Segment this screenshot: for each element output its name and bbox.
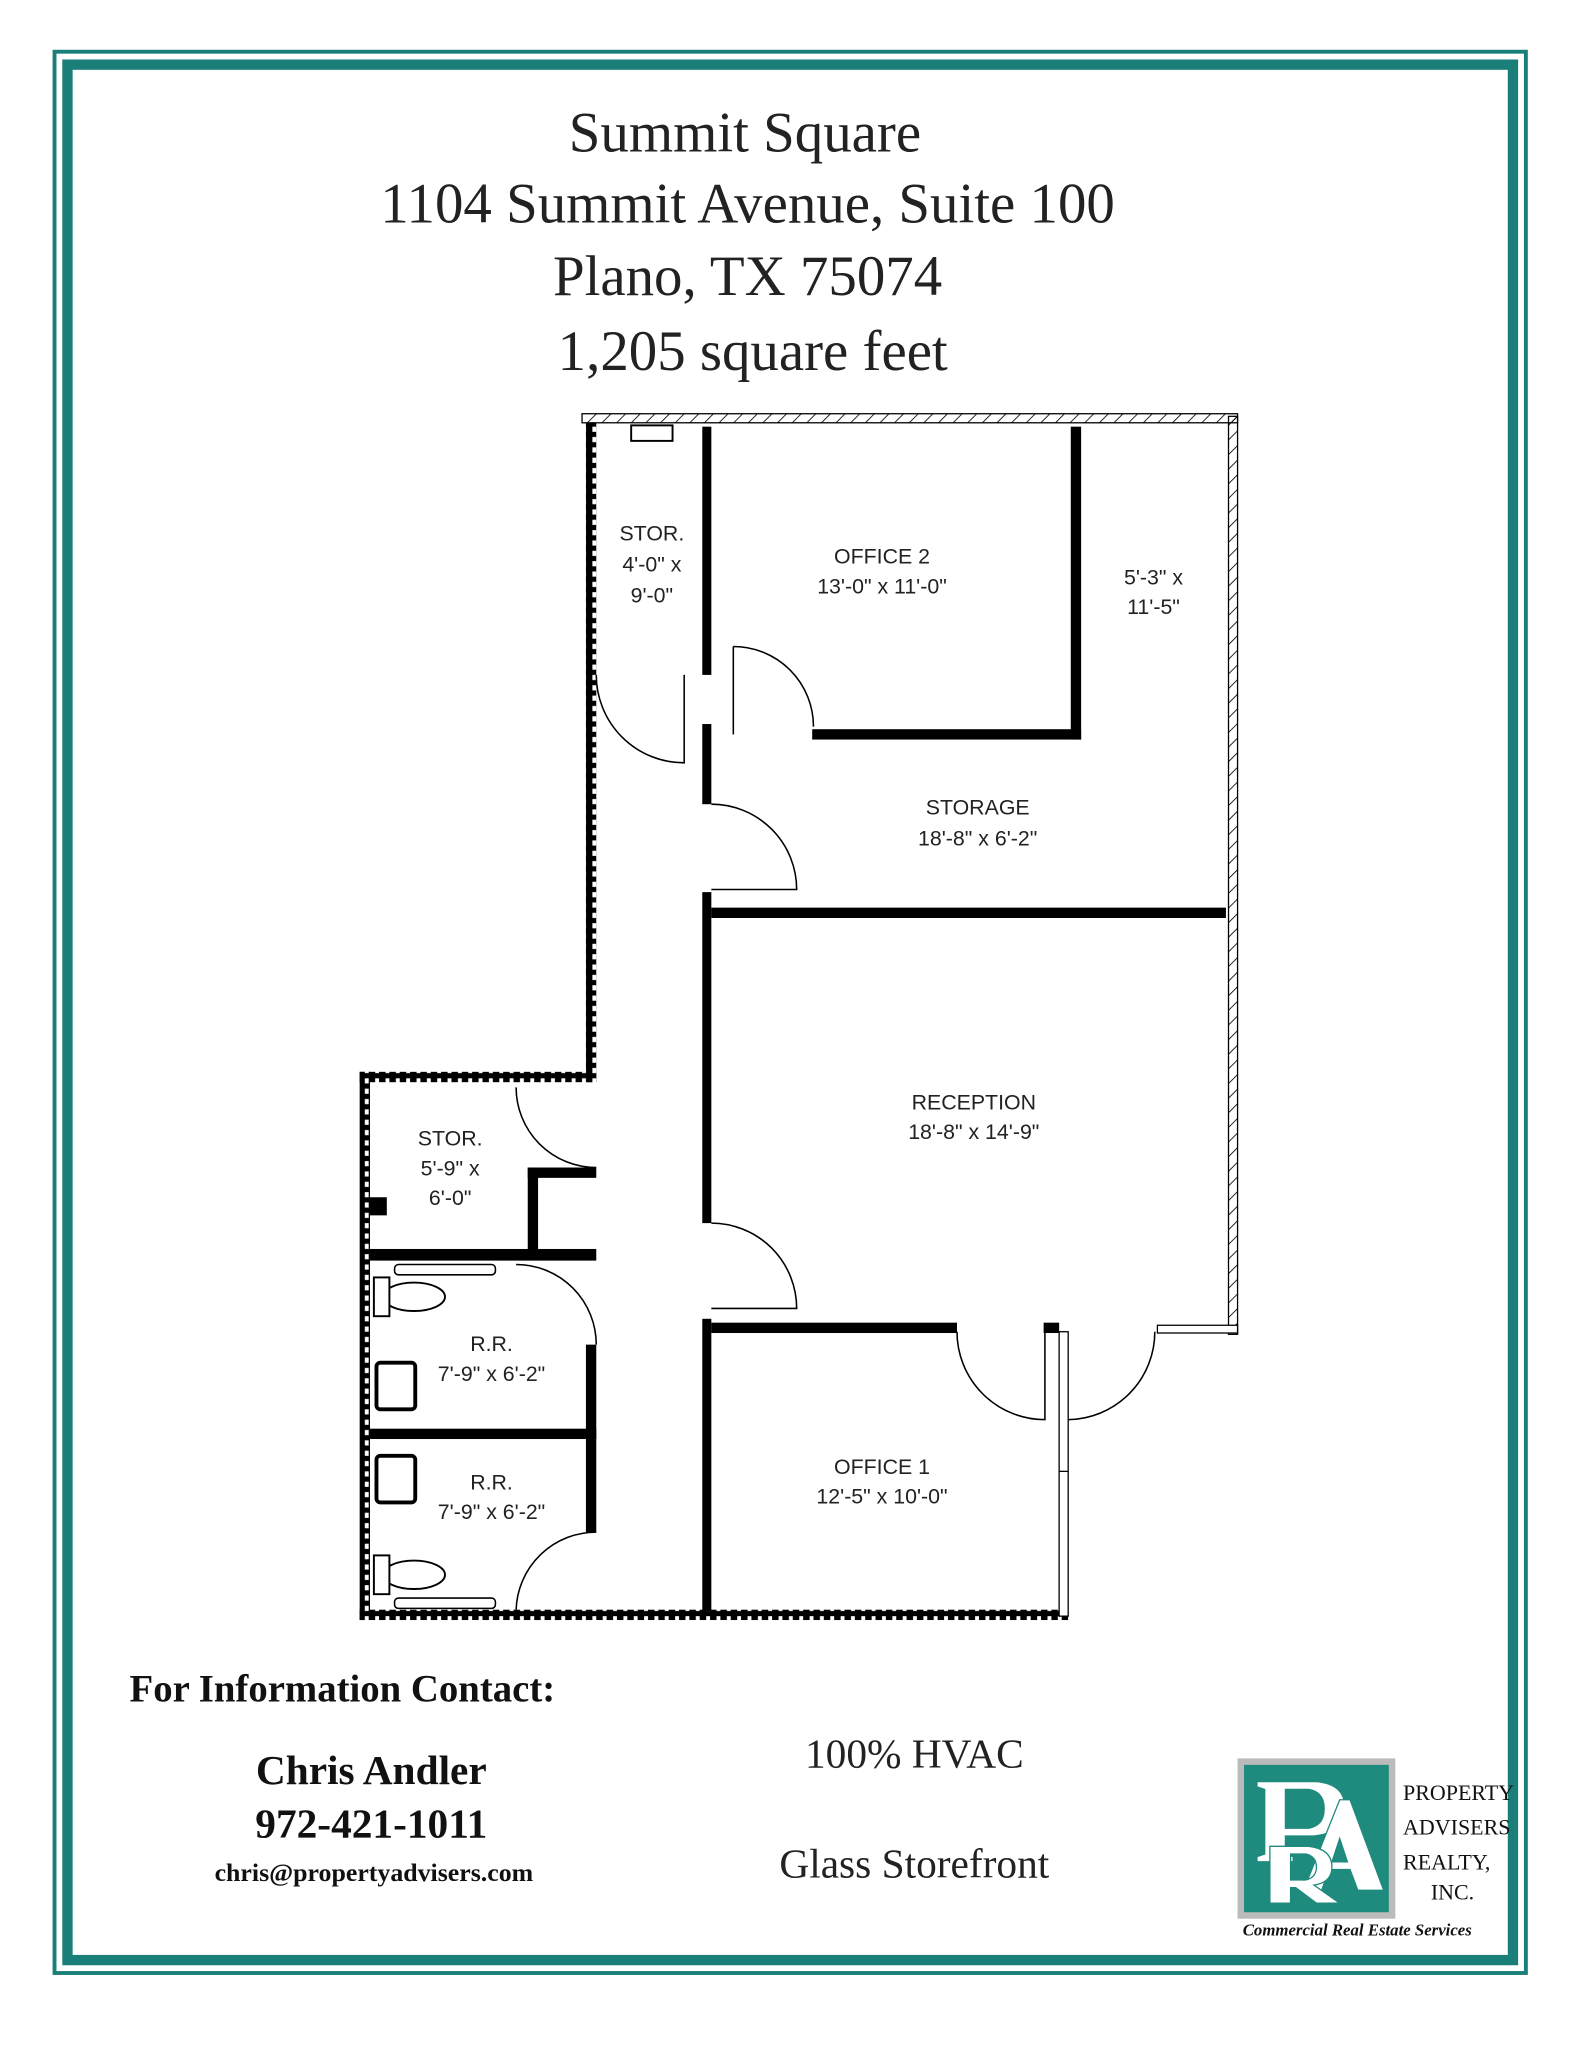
- contact-heading: For Information Contact:: [130, 1667, 556, 1710]
- room-storage-small: STOR. 5'-9" x 6'-0": [418, 1127, 483, 1210]
- room-side: 5'-3" x 11'-5": [1124, 565, 1183, 619]
- feature-hvac: 100% HVAC: [805, 1730, 1024, 1776]
- contact-block: For Information Contact: Chris Andler 97…: [130, 1667, 556, 1887]
- room-dims: 18'-8" x 14'-9": [908, 1120, 1039, 1144]
- room-dims: 12'-5" x 10'-0": [816, 1485, 947, 1509]
- room-name: R.R.: [470, 1332, 513, 1356]
- page-frame: [52, 49, 1528, 1975]
- room-name: STOR.: [418, 1127, 483, 1151]
- property-header: Summit Square 1104 Summit Avenue, Suite …: [380, 101, 1115, 383]
- room-name: OFFICE 1: [834, 1455, 930, 1479]
- room-restroom-1: R.R. 7'-9" x 6'-2": [438, 1332, 545, 1386]
- room-dims: 7'-9" x 6'-2": [438, 1362, 545, 1386]
- room-dims: 4'-0" x: [622, 552, 681, 576]
- property-name: Summit Square: [569, 101, 921, 164]
- room-storage: STORAGE 18'-8" x 6'-2": [918, 796, 1037, 851]
- company-logo: PROPERTY ADVISERS REALTY, INC. Commercia…: [1237, 1758, 1514, 1940]
- room-dims: 7'-9" x 6'-2": [438, 1500, 545, 1524]
- room-name: RECEPTION: [912, 1090, 1036, 1114]
- room-name: R.R.: [470, 1470, 513, 1494]
- property-address: 1104 Summit Avenue, Suite 100: [380, 172, 1115, 235]
- features: 100% HVAC Glass Storefront: [779, 1730, 1049, 1886]
- room-name: STORAGE: [926, 796, 1030, 820]
- logo-text: PROPERTY: [1403, 1780, 1514, 1805]
- logo-text: REALTY,: [1403, 1850, 1490, 1875]
- logo-text: INC.: [1431, 1879, 1474, 1904]
- feature-storefront: Glass Storefront: [779, 1840, 1049, 1886]
- room-storage-top: STOR. 4'-0" x 9'-0": [619, 521, 684, 607]
- room-office-2: OFFICE 2 13'-0" x 11'-0": [817, 545, 947, 599]
- room-dims: 18'-8" x 6'-2": [918, 827, 1037, 851]
- logo-text: ADVISERS: [1403, 1815, 1510, 1840]
- floor-plan: [359, 413, 1239, 1621]
- room-restroom-2: R.R. 7'-9" x 6'-2": [438, 1470, 545, 1524]
- room-reception: RECEPTION 18'-8" x 14'-9": [908, 1090, 1039, 1144]
- room-dims: 13'-0" x 11'-0": [817, 574, 947, 598]
- room-dims: 11'-5": [1127, 595, 1180, 619]
- room-name: STOR.: [619, 521, 684, 545]
- property-size: 1,205 square feet: [558, 320, 948, 383]
- contact-name: Chris Andler: [256, 1747, 487, 1793]
- logo-monogram: [1256, 1781, 1385, 1904]
- room-dims: 5'-9" x: [421, 1156, 480, 1180]
- room-dims: 5'-3" x: [1124, 565, 1183, 589]
- room-office-1: OFFICE 1 12'-5" x 10'-0": [816, 1455, 947, 1509]
- contact-phone[interactable]: 972-421-1011: [255, 1800, 487, 1846]
- room-dims: 6'-0": [429, 1186, 471, 1210]
- room-name: OFFICE 2: [834, 545, 930, 569]
- room-dims: 9'-0": [631, 584, 673, 608]
- property-city: Plano, TX 75074: [553, 245, 942, 308]
- logo-tagline: Commercial Real Estate Services: [1243, 1921, 1473, 1940]
- contact-email[interactable]: chris@propertyadvisers.com: [215, 1858, 534, 1887]
